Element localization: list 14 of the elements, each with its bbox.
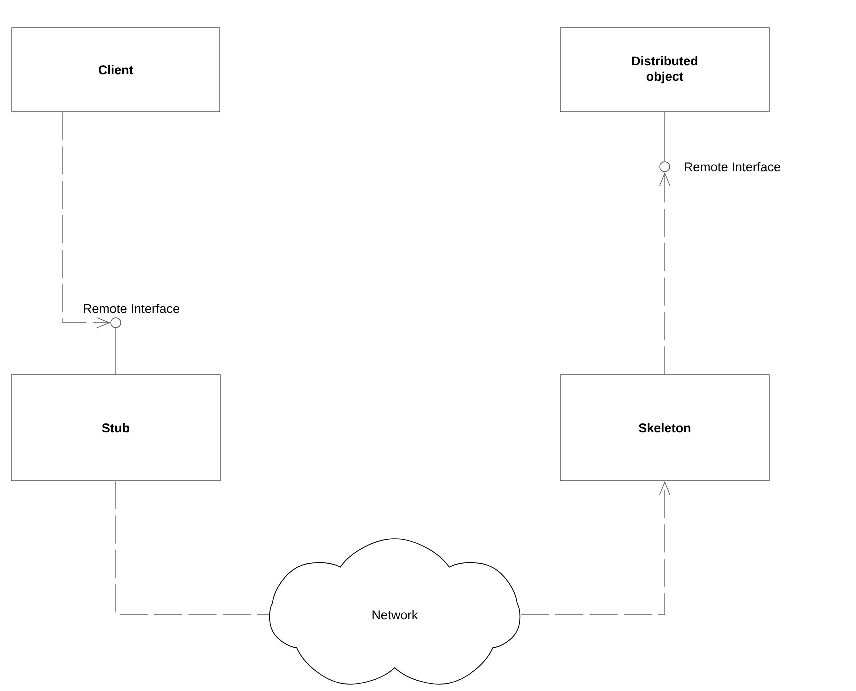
component-box: Client <box>12 28 220 112</box>
arrow <box>520 481 671 616</box>
interface-circle <box>110 318 122 328</box>
cloud: Network <box>269 538 521 685</box>
arrow <box>659 172 671 375</box>
connector-line <box>664 112 666 162</box>
connector-line <box>116 481 270 616</box>
interface-label: Remote Interface <box>84 304 180 314</box>
arrow <box>62 112 111 329</box>
component-box: Stub <box>11 374 221 482</box>
component-box: Distributed object <box>560 28 770 112</box>
interface-label: Remote Interface <box>685 162 781 172</box>
component-box: Skeleton <box>560 374 770 482</box>
interface-circle <box>660 162 670 172</box>
